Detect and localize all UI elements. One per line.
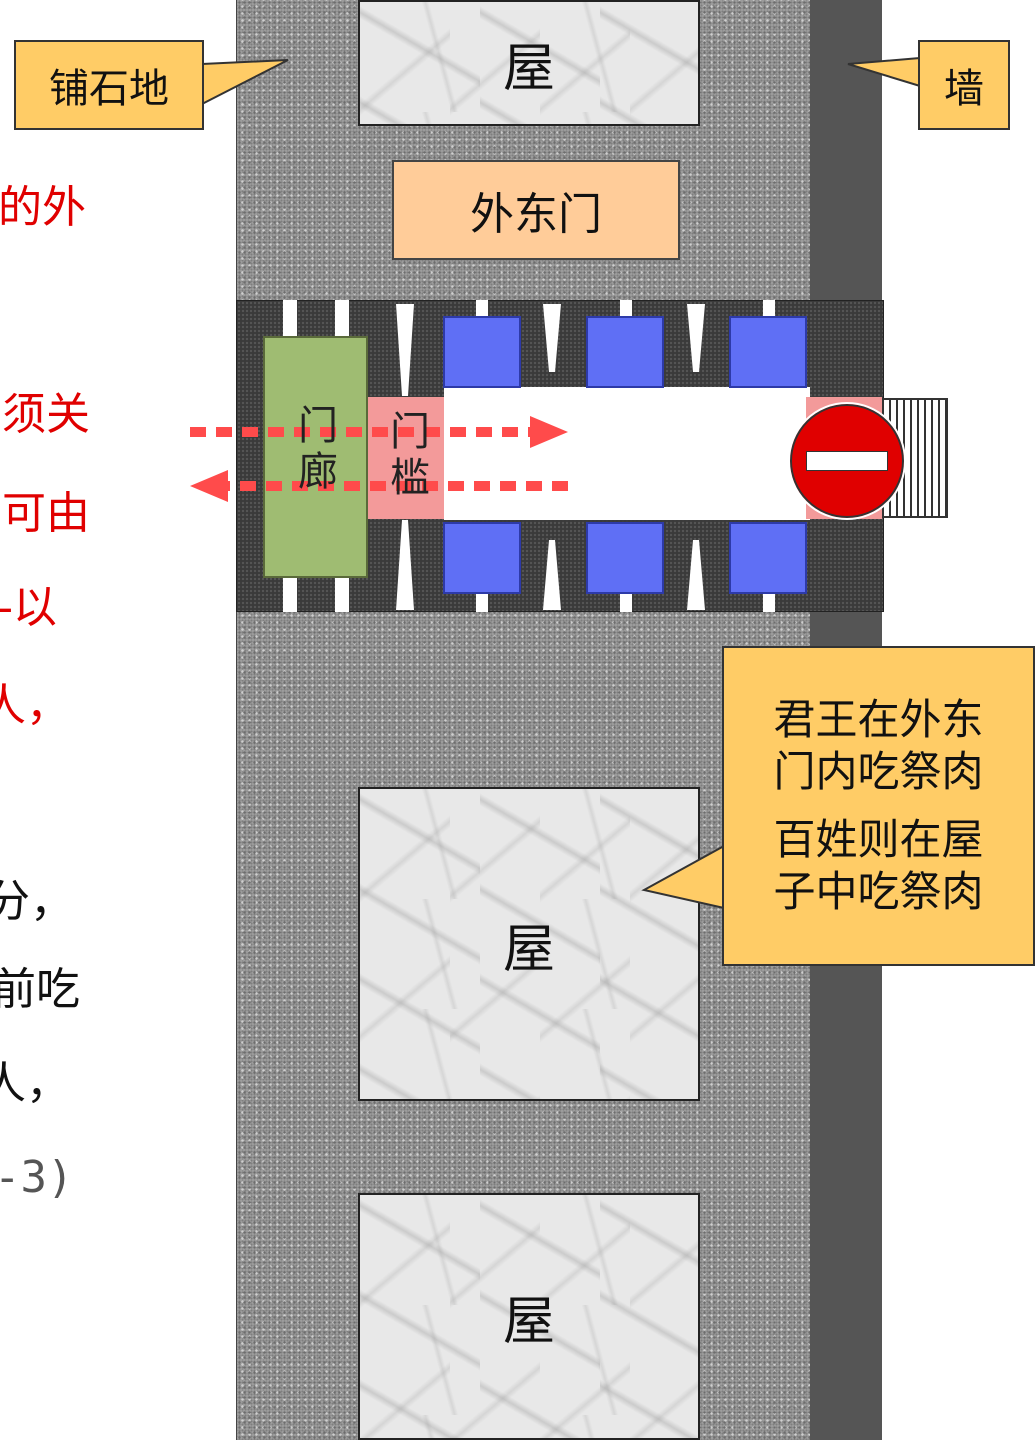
pillar (283, 578, 297, 612)
house-middle-label: 屋 (502, 919, 555, 980)
pillar (335, 300, 349, 336)
pillar (620, 300, 632, 318)
pillar (763, 300, 775, 318)
text-fragment-4: -以 (0, 582, 57, 633)
wall-callout: 墙 (918, 40, 1010, 130)
house-middle: 屋 (358, 787, 700, 1101)
house-top-label: 屋 (502, 38, 555, 99)
house-bottom-label: 屋 (502, 1292, 555, 1352)
paving-pointer (201, 59, 289, 106)
pillar-block (729, 316, 807, 388)
note-line-3: 百姓则在屋 (773, 815, 984, 864)
pillar (620, 594, 632, 612)
spike (687, 304, 705, 372)
note-line-4: 子中吃祭肉 (773, 867, 984, 917)
note-line-2: 门内吃祭肉 (773, 746, 984, 796)
outer-east-gate-label: 外东门 (392, 160, 680, 260)
house-bottom: 屋 (358, 1193, 700, 1440)
gate-corridor (444, 387, 810, 520)
gate-porch (263, 336, 368, 578)
pillar-block (443, 522, 521, 594)
no-entry-icon (788, 402, 906, 520)
text-fragment-8: 人， (0, 1058, 70, 1109)
wall-top (810, 0, 882, 300)
text-fragment-9: -3) (0, 1152, 74, 1203)
text-fragment-5: 人， (0, 680, 70, 731)
paving-label: 铺石地 (49, 66, 169, 112)
pillar-block (729, 522, 807, 594)
text-fragment-1: 的外 (0, 182, 86, 233)
text-fragment-3: 可由 (2, 488, 90, 539)
arrow-left-head (190, 470, 228, 502)
paving-callout: 铺石地 (14, 40, 204, 130)
text-fragment-2: 须关 (2, 389, 90, 440)
text-fragment-7: 前吃 (0, 964, 80, 1015)
pillar-block (586, 522, 664, 594)
note-callout: 君王在外东 门内吃祭肉 百姓则在屋 子中吃祭肉 (722, 646, 1035, 966)
pillar (476, 300, 488, 318)
gate-threshold (368, 397, 444, 519)
note-line-1: 君王在外东 (773, 694, 984, 744)
outer-east-gate-text: 外东门 (470, 189, 602, 240)
spike (543, 540, 561, 610)
spike (543, 304, 561, 372)
wall-label: 墙 (944, 66, 984, 112)
arrow-right-head (530, 416, 568, 448)
spike (396, 304, 414, 396)
text-fragment-6: 分， (0, 876, 74, 927)
wall-pointer (847, 56, 921, 88)
note-pointer (641, 844, 725, 910)
spike (687, 540, 705, 610)
threshold-label: 门槛 (383, 410, 429, 502)
spike (396, 520, 414, 610)
house-top: 屋 (358, 0, 700, 126)
pillar (476, 594, 488, 612)
pillar (335, 578, 349, 612)
pillar (283, 300, 297, 336)
pillar-block (586, 316, 664, 388)
porch-label: 门廊 (291, 404, 337, 496)
pillar-block (443, 316, 521, 388)
no-entry-bar (806, 451, 888, 471)
pillar (763, 594, 775, 612)
